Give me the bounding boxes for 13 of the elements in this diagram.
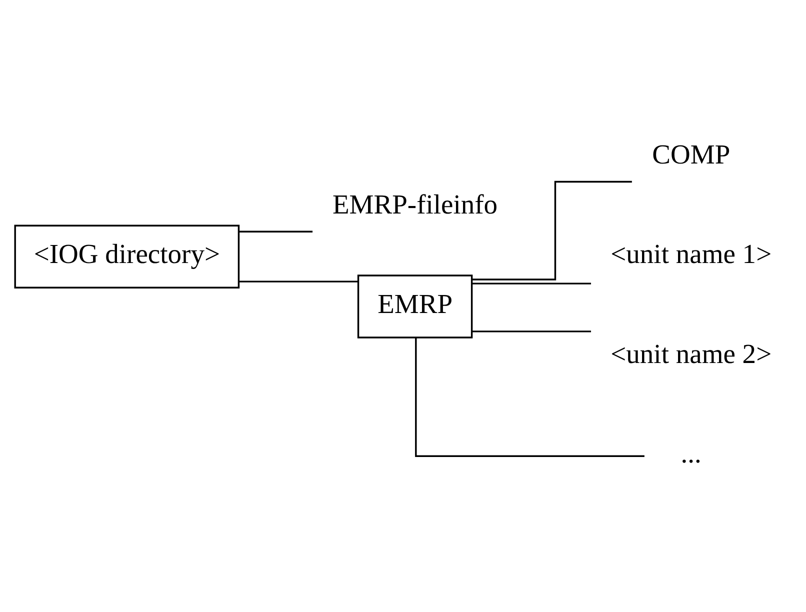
node-text: ...	[680, 437, 702, 468]
connector	[472, 330, 592, 332]
node-text: COMP	[652, 138, 730, 169]
node-box: <IOG directory>	[14, 224, 240, 288]
connector	[472, 282, 592, 284]
node-text: <unit name 2>	[610, 337, 772, 368]
node-text: <unit name 1>	[610, 238, 772, 269]
connector	[472, 180, 632, 280]
node-box: EMRP	[357, 274, 473, 338]
connector	[239, 280, 358, 282]
connector	[239, 230, 313, 232]
node-text: EMRP-fileinfo	[332, 188, 498, 219]
connector	[415, 337, 644, 457]
